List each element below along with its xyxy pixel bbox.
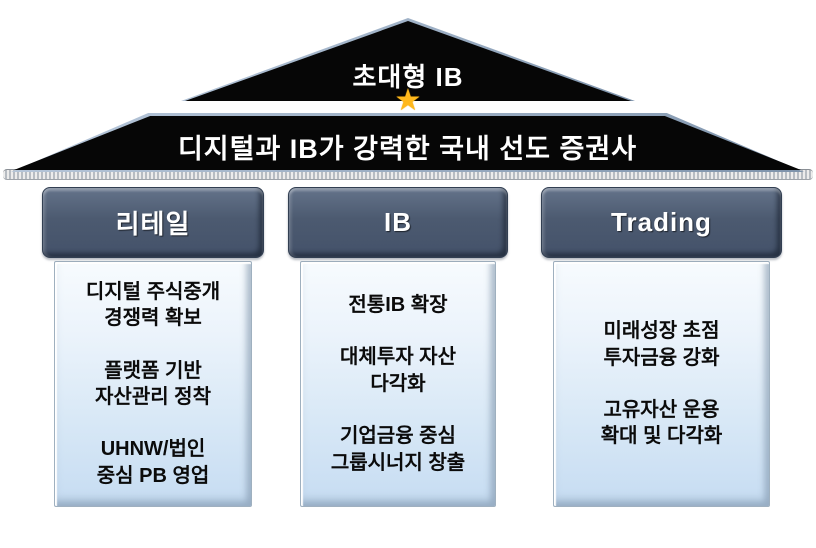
pillar-trading-title: Trading <box>611 207 712 237</box>
roof-label: 디지털과 IB가 강력한 국내 선도 증권사 <box>177 134 638 164</box>
apex-label: 초대형 IB <box>352 62 464 92</box>
pillar-retail-body: 디지털 주식중개 경쟁력 확보 플랫폼 기반 자산관리 정착 UHNW/법인 중… <box>54 261 252 507</box>
pillar-ib-header: IB <box>288 187 508 258</box>
star-icon: ★ <box>394 84 422 117</box>
pillar-ib-body: 전통IB 확장 대체투자 자산 다각화 기업금융 중심 그룹시너지 창출 <box>300 261 496 507</box>
pillar-ib: IB 전통IB 확장 대체투자 자산 다각화 기업금융 중심 그룹시너지 창출 <box>288 187 508 507</box>
pillar-retail-header: 리테일 <box>42 187 264 258</box>
pillar-ib-item-2: 대체투자 자산 다각화 <box>340 346 456 395</box>
pillar-ib-title: IB <box>384 207 412 237</box>
pillar-ib-item-3: 기업금융 중심 그룹시너지 창출 <box>330 425 466 474</box>
pillar-trading-item-2: 고유자산 운용 확대 및 다각화 <box>600 399 723 448</box>
roof-banner: 디지털과 IB가 강력한 국내 선도 증권사 <box>11 113 804 172</box>
pillar-trading-body: 미래성장 초점 투자금융 강화 고유자산 운용 확대 및 다각화 <box>553 261 770 507</box>
apex-triangle: 초대형 IB <box>181 18 635 101</box>
pillar-retail-item-1: 디지털 주식중개 경쟁력 확보 <box>85 280 221 330</box>
pillar-retail-item-3: UHNW/법인 중심 PB 영업 <box>96 438 210 487</box>
pillar-retail: 리테일 디지털 주식중개 경쟁력 확보 플랫폼 기반 자산관리 정착 UHNW/… <box>42 187 264 507</box>
pillar-trading-item-1: 미래성장 초점 투자금융 강화 <box>603 320 720 369</box>
pillar-retail-item-2: 플랫폼 기반 자산관리 정착 <box>95 359 211 408</box>
pillar-trading: Trading 미래성장 초점 투자금융 강화 고유자산 운용 확대 및 다각화 <box>541 187 782 507</box>
pillar-trading-header: Trading <box>541 187 782 258</box>
pillar-ib-item-1: 전통IB 확장 <box>348 294 448 317</box>
pillar-retail-title: 리테일 <box>115 209 191 239</box>
roof-banner-fill <box>14 116 801 170</box>
